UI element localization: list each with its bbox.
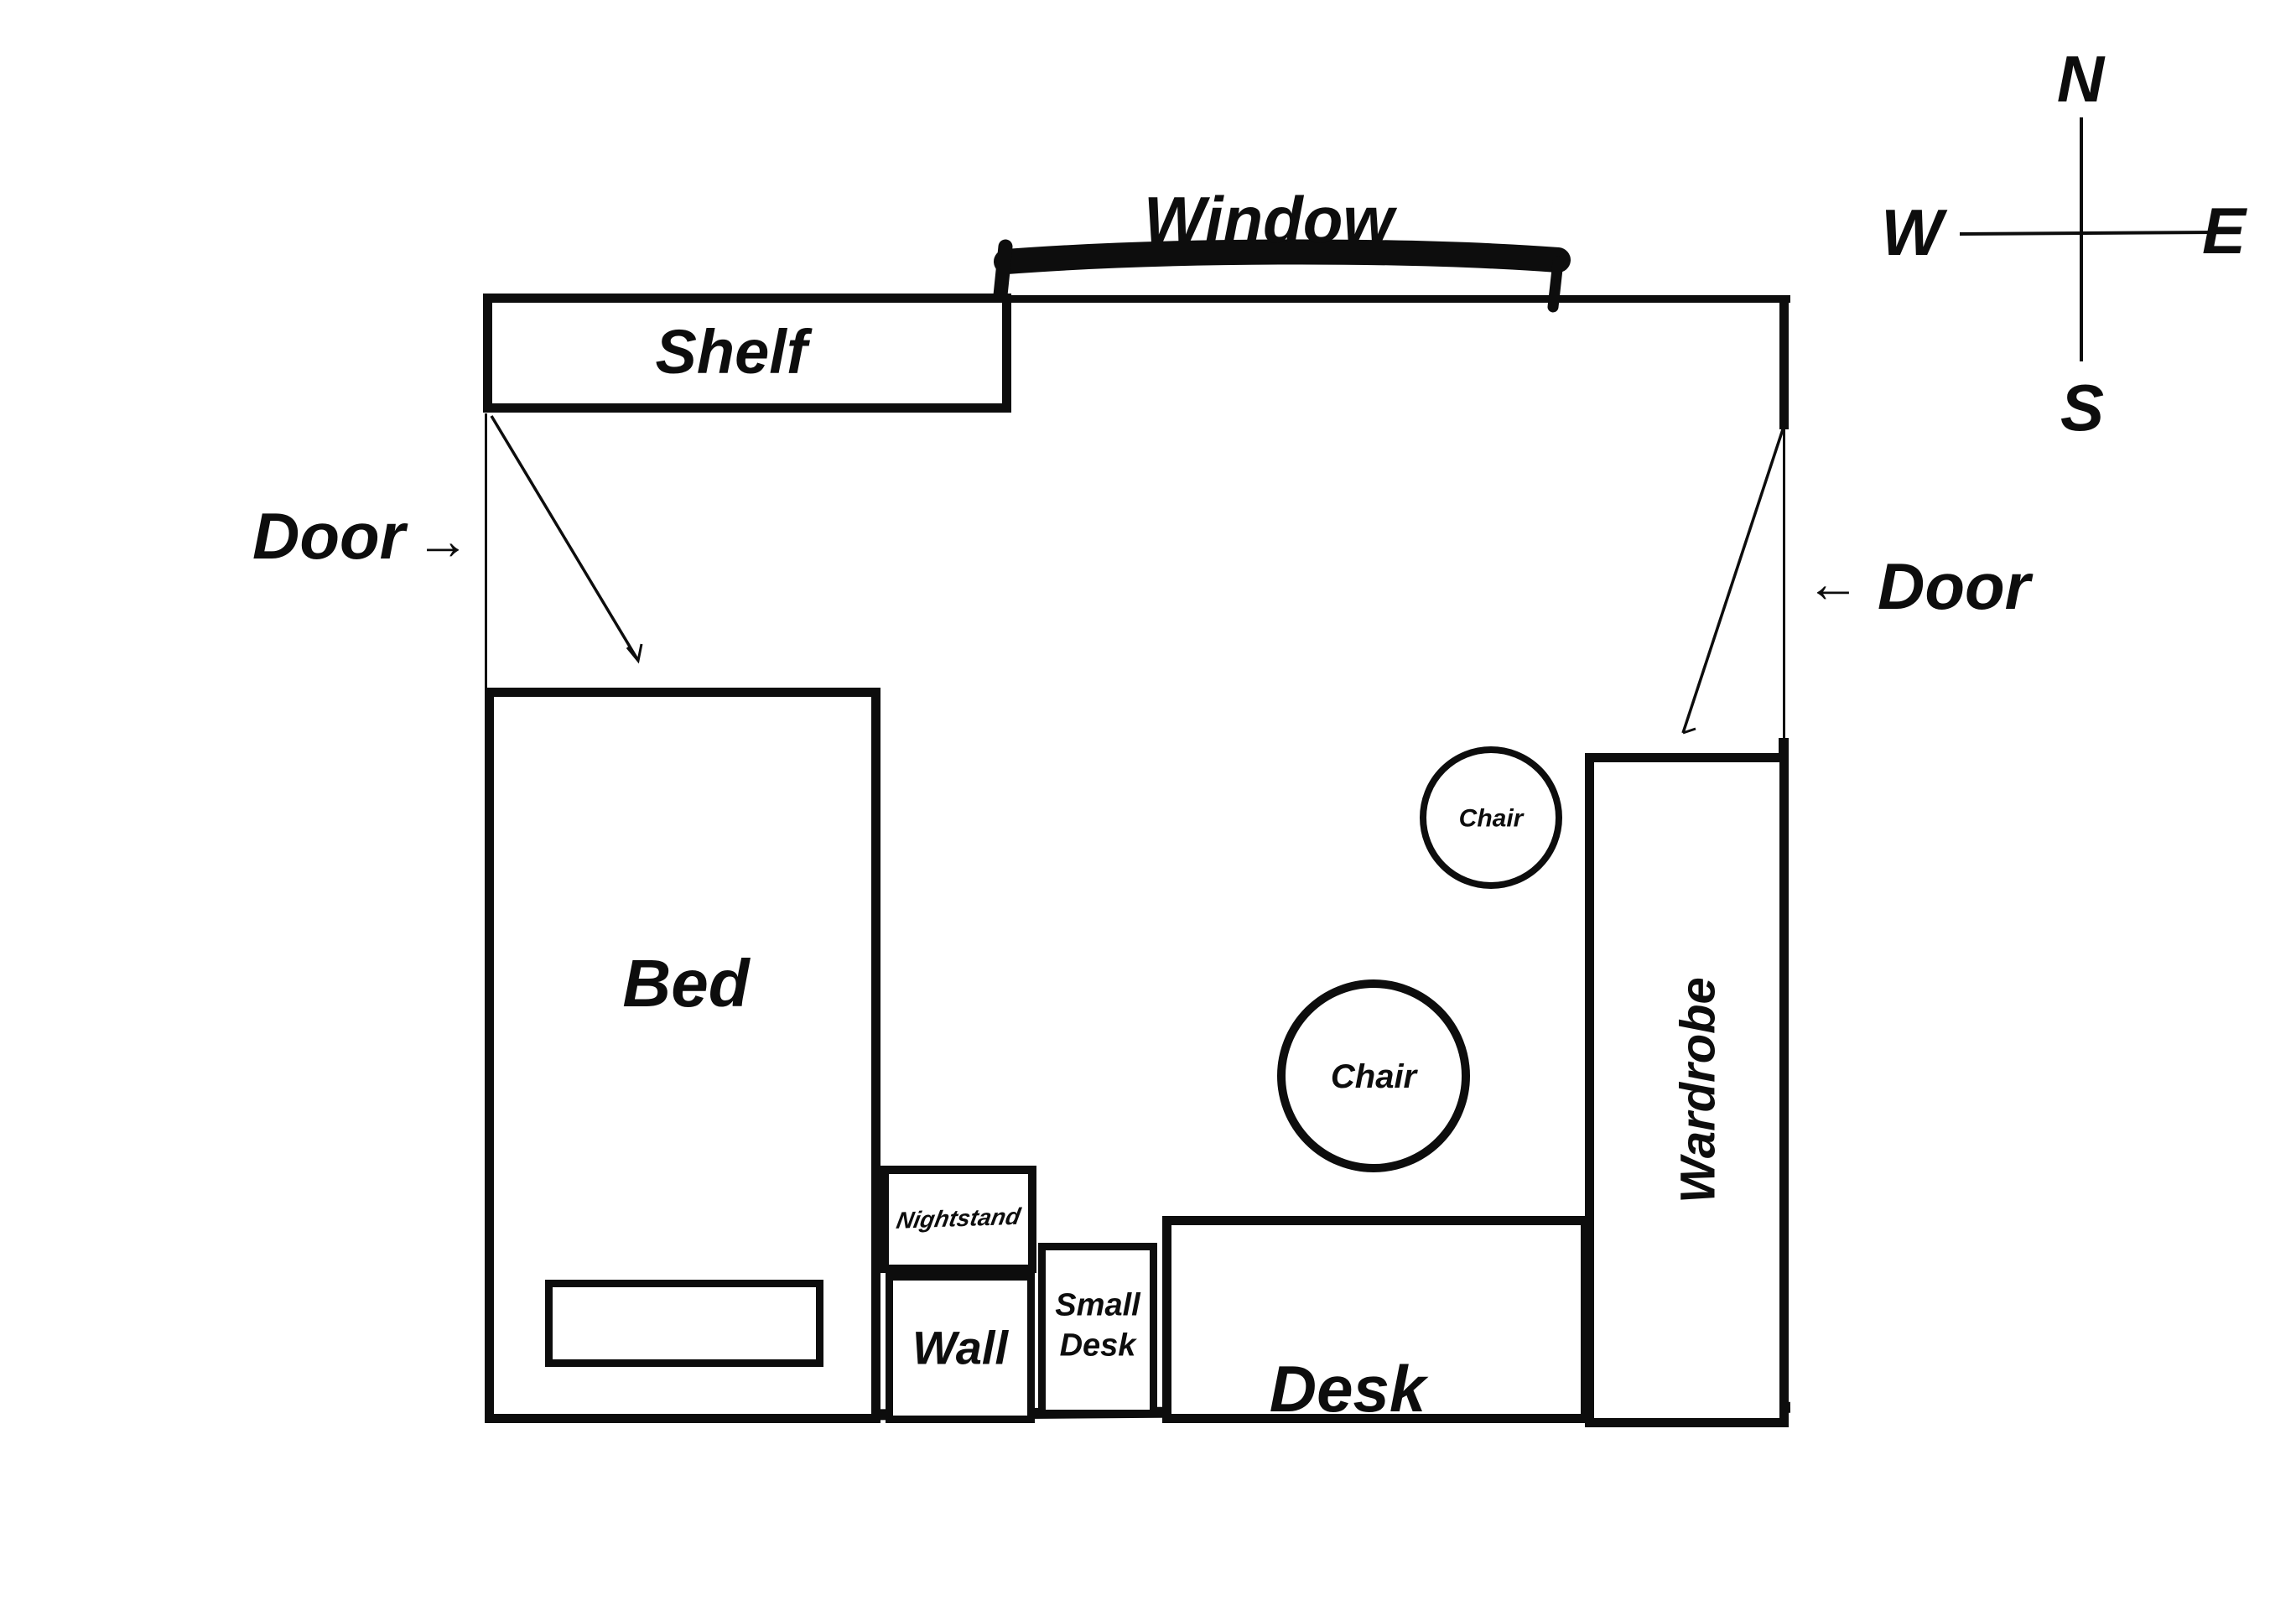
door-west-label: Door (252, 499, 405, 574)
door-east-swing-arrowhead (1682, 727, 1696, 735)
compass-south-label: S (2060, 371, 2105, 445)
wardrobe (1585, 753, 1789, 1427)
door-east-label: Door (1878, 549, 2030, 624)
chair-center (1277, 979, 1470, 1172)
shelf-label: Shelf (655, 317, 808, 387)
chair-center-label: Chair (1330, 1058, 1417, 1095)
desk-label: Desk (1269, 1352, 1426, 1426)
door-west-swing-line (490, 415, 639, 660)
chair-near-wardrobe-label: Chair (1458, 804, 1524, 833)
small-desk-label: Small Desk (1055, 1286, 1140, 1366)
wall-unit-label: Wall (912, 1321, 1009, 1374)
compass-east-label: E (2201, 194, 2247, 268)
small-desk-label-line1: Small (1055, 1287, 1140, 1323)
door-west-swing-arrowhead (626, 643, 643, 664)
door-east-arrow-icon: ← (1806, 553, 1860, 614)
shelf (483, 294, 1011, 413)
compass-cross-horizontal (1959, 231, 2219, 236)
wall-east-upper (1779, 295, 1789, 429)
bed-pillow (545, 1280, 823, 1367)
window-label: Window (1143, 183, 1395, 257)
chair-near-wardrobe (1420, 746, 1562, 889)
small-desk (1038, 1243, 1157, 1417)
wall-unit (886, 1273, 1035, 1423)
door-west-arrow-icon: → (416, 510, 470, 571)
bed-label: Bed (622, 946, 750, 1021)
window-left-hook-icon (993, 239, 1013, 303)
desk (1162, 1216, 1590, 1423)
door-east-swing-line (1681, 429, 1784, 734)
nightstand-label: Nightstand (894, 1203, 1023, 1234)
wall-west-door-opening (485, 413, 487, 690)
compass-north-label: N (2056, 42, 2105, 117)
small-desk-label-line2: Desk (1059, 1327, 1136, 1363)
nightstand (880, 1166, 1036, 1273)
compass-west-label: W (1881, 195, 1943, 270)
wardrobe-label: Wardrobe (1670, 977, 1726, 1203)
wall-north (489, 295, 1790, 303)
wall-east-door-opening (1783, 429, 1785, 738)
